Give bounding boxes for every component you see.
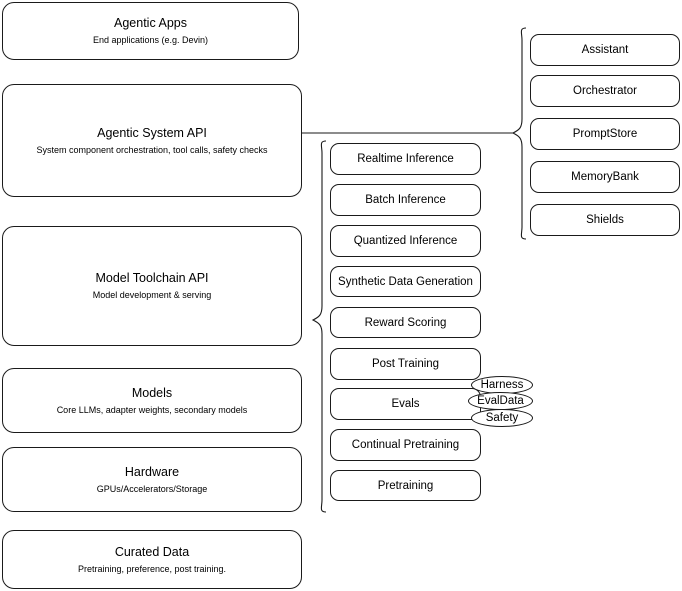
eval-badge-evaldata[interactable]: EvalData	[468, 392, 533, 410]
toolchain-item-post-training[interactable]: Post Training	[330, 348, 481, 380]
layer-box-curated-data[interactable]: Curated Data Pretraining, preference, po…	[2, 530, 302, 589]
system-item-orchestrator[interactable]: Orchestrator	[530, 75, 680, 107]
toolchain-item-batch-inference[interactable]: Batch Inference	[330, 184, 481, 216]
layer-subtitle: Core LLMs, adapter weights, secondary mo…	[56, 404, 248, 415]
curly-brace-toolchain-items	[311, 140, 327, 513]
layer-title: Curated Data	[114, 544, 190, 559]
toolchain-item-pretraining[interactable]: Pretraining	[330, 470, 481, 501]
toolchain-item-reward-scoring[interactable]: Reward Scoring	[330, 307, 481, 338]
layer-box-agentic-apps[interactable]: Agentic Apps End applications (e.g. Devi…	[2, 2, 299, 60]
toolchain-item-quantized-inference[interactable]: Quantized Inference	[330, 225, 481, 257]
toolchain-item-realtime-inference[interactable]: Realtime Inference	[330, 143, 481, 175]
layer-box-agentic-system-api[interactable]: Agentic System API System component orch…	[2, 84, 302, 197]
layer-title: Models	[131, 385, 173, 400]
toolchain-item-evals[interactable]: Evals	[330, 388, 481, 420]
layer-subtitle: System component orchestration, tool cal…	[36, 144, 268, 155]
layer-subtitle: End applications (e.g. Devin)	[92, 35, 209, 45]
layer-subtitle: Pretraining, preference, post training.	[77, 563, 227, 574]
layer-subtitle: GPUs/Accelerators/Storage	[96, 483, 208, 494]
system-item-memorybank[interactable]: MemoryBank	[530, 161, 680, 193]
layer-title: Hardware	[124, 464, 180, 479]
layer-box-hardware[interactable]: Hardware GPUs/Accelerators/Storage	[2, 447, 302, 512]
curly-brace-system-items	[511, 27, 527, 240]
system-item-assistant[interactable]: Assistant	[530, 34, 680, 66]
layer-title: Agentic Apps	[114, 16, 187, 30]
layer-box-model-toolchain-api[interactable]: Model Toolchain API Model development & …	[2, 226, 302, 346]
layer-subtitle: Model development & serving	[92, 290, 212, 300]
eval-badge-safety[interactable]: Safety	[471, 409, 533, 427]
layer-title: Agentic System API	[97, 125, 207, 140]
layer-title: Model Toolchain API	[95, 271, 209, 285]
system-item-promptstore[interactable]: PromptStore	[530, 118, 680, 150]
system-item-shields[interactable]: Shields	[530, 204, 680, 236]
toolchain-item-continual-pretraining[interactable]: Continual Pretraining	[330, 429, 481, 461]
layer-box-models[interactable]: Models Core LLMs, adapter weights, secon…	[2, 368, 302, 433]
toolchain-item-synthetic-data-generation[interactable]: Synthetic Data Generation	[330, 266, 481, 297]
